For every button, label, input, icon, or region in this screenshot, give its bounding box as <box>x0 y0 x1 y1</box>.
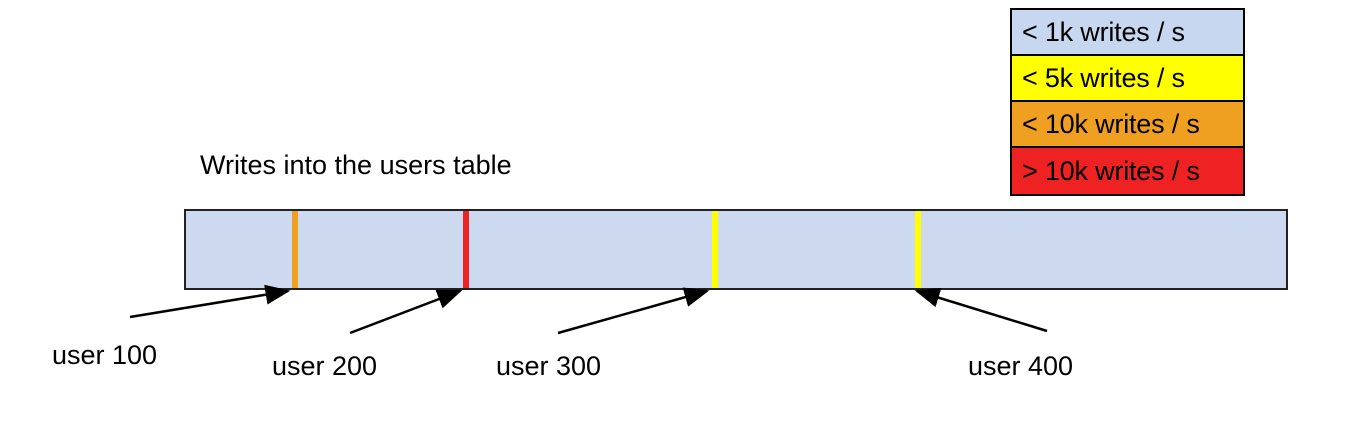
stripe-user-400 <box>915 211 921 288</box>
stripe-user-200 <box>463 211 469 288</box>
label-user-400: user 400 <box>968 351 1074 381</box>
legend-label-under-5k: < 5k writes / s <box>1022 62 1185 93</box>
chart-title: Writes into the users table <box>200 150 512 180</box>
arrow-user-400 <box>914 288 1048 333</box>
label-user-200: user 200 <box>272 351 378 381</box>
legend-row-under-1k: < 1k writes / s <box>1012 10 1243 56</box>
stripe-user-300 <box>712 211 718 288</box>
legend-row-over-10k: > 10k writes / s <box>1012 148 1243 194</box>
arrow-user-200 <box>349 289 463 335</box>
legend-label-over-10k: > 10k writes / s <box>1022 155 1200 186</box>
stripe-user-100 <box>292 211 298 288</box>
users-table-bar <box>184 209 1288 290</box>
legend-label-under-1k: < 1k writes / s <box>1022 16 1185 47</box>
label-user-300: user 300 <box>496 351 602 381</box>
legend-row-under-5k: < 5k writes / s <box>1012 56 1243 102</box>
legend-label-under-10k: < 10k writes / s <box>1022 108 1200 139</box>
legend: < 1k writes / s < 5k writes / s < 10k wr… <box>1010 8 1245 196</box>
arrow-user-300 <box>557 287 710 335</box>
arrow-user-100 <box>129 284 291 319</box>
label-user-100: user 100 <box>52 340 158 370</box>
legend-row-under-10k: < 10k writes / s <box>1012 102 1243 148</box>
